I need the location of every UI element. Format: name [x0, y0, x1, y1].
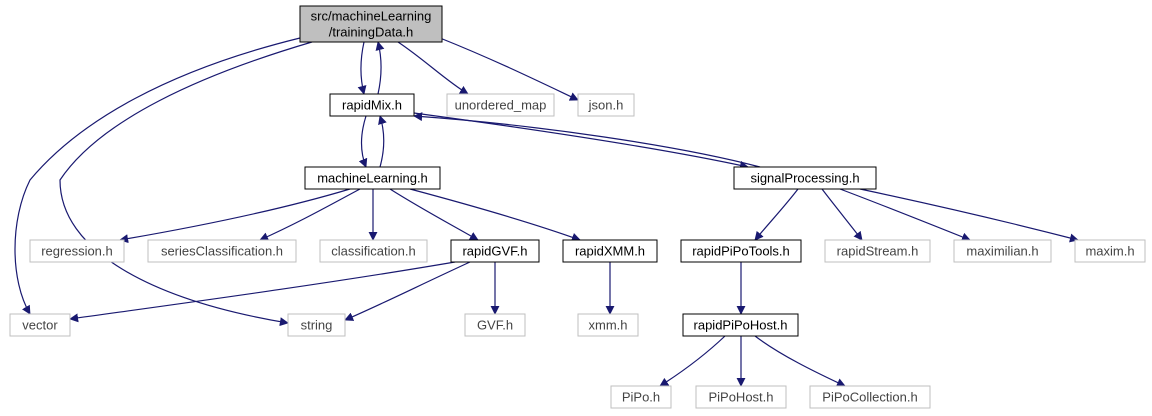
- node-label: json.h: [588, 98, 624, 113]
- edge-rapidMix-to-machineLearning: [358, 115, 368, 168]
- edge-root-to-unordered_map: [397, 41, 469, 95]
- node-maxim: maxim.h: [1074, 239, 1146, 263]
- node-label: PiPo.h: [622, 390, 660, 405]
- node-rapidStream: rapidStream.h: [824, 239, 931, 263]
- node-label: signalProcessing.h: [750, 171, 859, 186]
- edge-rapidGVF-to-string: [344, 261, 471, 321]
- node-box: [610, 385, 672, 409]
- node-json: json.h: [577, 93, 635, 117]
- node-maximilian: maximilian.h: [953, 239, 1052, 263]
- node-label: unordered_map: [455, 98, 547, 113]
- node-label: GVF.h: [477, 318, 513, 333]
- node-box: [9, 313, 71, 337]
- node-rapidMix[interactable]: rapidMix.h: [329, 93, 415, 117]
- node-xmm: xmm.h: [577, 313, 639, 337]
- node-box: [299, 5, 443, 43]
- node-PiPoHost: PiPoHost.h: [695, 385, 787, 409]
- node-box: [450, 239, 540, 263]
- edge-signalProcessing-to-rapidPiPoTools: [754, 188, 799, 241]
- node-box: [1074, 239, 1146, 263]
- node-root[interactable]: src/machineLearning/trainingData.h: [299, 5, 443, 43]
- node-vector: vector: [9, 313, 71, 337]
- node-label: string: [301, 318, 333, 333]
- node-classification: classification.h: [319, 239, 428, 263]
- edge-root-to-json: [439, 37, 579, 101]
- node-label: maximilian.h: [966, 244, 1038, 259]
- node-signalProcessing[interactable]: signalProcessing.h: [733, 166, 877, 190]
- node-label: maxim.h: [1085, 244, 1134, 259]
- edge-root-to-rapidMix: [357, 41, 367, 95]
- node-label: rapidPiPoTools.h: [692, 244, 790, 259]
- node-GVF: GVF.h: [464, 313, 526, 337]
- node-rapidPiPoTools[interactable]: rapidPiPoTools.h: [680, 239, 802, 263]
- node-box: [577, 313, 639, 337]
- node-label: vector: [22, 318, 58, 333]
- node-label: rapidXMM.h: [575, 244, 645, 259]
- edge-root-to-string: [59, 41, 313, 327]
- edge-machineLearning-to-regression: [119, 188, 351, 244]
- node-box: [329, 93, 415, 117]
- node-regression: regression.h: [29, 239, 125, 263]
- node-label: rapidStream.h: [837, 244, 919, 259]
- node-unordered_map: unordered_map: [446, 93, 555, 117]
- node-box: [682, 313, 799, 337]
- edge-machineLearning-to-rapidXMM: [409, 188, 581, 242]
- edge-signalProcessing-to-maxim: [859, 188, 1079, 243]
- edge-root-to-vector: [14, 37, 301, 315]
- node-box: [319, 239, 428, 263]
- node-box: [680, 239, 802, 263]
- node-label: /trainingData.h: [329, 25, 414, 40]
- node-label: seriesClassification.h: [161, 244, 283, 259]
- edge-rapidGVF-to-vector: [69, 261, 456, 323]
- edge-rapidMix-to-root: [375, 41, 385, 95]
- node-box: [304, 166, 441, 190]
- node-label: classification.h: [331, 244, 416, 259]
- edge-machineLearning-to-rapidMix: [378, 115, 387, 168]
- node-box: [147, 239, 297, 263]
- node-box: [953, 239, 1052, 263]
- nodes-layer: src/machineLearning/trainingData.h rapidM…: [9, 5, 1146, 409]
- node-PiPo: PiPo.h: [610, 385, 672, 409]
- edge-machineLearning-to-seriesClassification: [259, 188, 361, 241]
- edge-rapidPiPoHost-to-PiPo: [659, 335, 726, 387]
- edge-machineLearning-to-rapidGVF: [389, 188, 479, 241]
- node-label: rapidPiPoHost.h: [694, 318, 788, 333]
- node-box: [446, 93, 555, 117]
- node-seriesClassification: seriesClassification.h: [147, 239, 297, 263]
- node-box: [464, 313, 526, 337]
- node-box: [695, 385, 787, 409]
- edge-signalProcessing-to-rapidStream: [821, 188, 863, 241]
- node-box: [824, 239, 931, 263]
- edge-signalProcessing-to-rapidMix: [413, 112, 761, 168]
- node-box: [29, 239, 125, 263]
- node-box: [562, 239, 658, 263]
- node-rapidXMM[interactable]: rapidXMM.h: [562, 239, 658, 263]
- node-PiPoCollection: PiPoCollection.h: [809, 385, 931, 409]
- node-label: machineLearning.h: [317, 171, 428, 186]
- edge-signalProcessing-to-maximilian: [839, 188, 971, 242]
- node-string: string: [287, 313, 346, 337]
- node-box: [577, 93, 635, 117]
- edge-rapidPiPoHost-to-PiPoCollection: [754, 335, 846, 387]
- node-rapidGVF[interactable]: rapidGVF.h: [450, 239, 540, 263]
- node-rapidPiPoHost[interactable]: rapidPiPoHost.h: [682, 313, 799, 337]
- node-machineLearning[interactable]: machineLearning.h: [304, 166, 441, 190]
- node-label: PiPoCollection.h: [822, 390, 917, 405]
- node-label: rapidMix.h: [342, 98, 402, 113]
- edges-layer: [14, 37, 1079, 387]
- edge-rapidMix-to-signalProcessing: [413, 112, 749, 170]
- node-label: xmm.h: [589, 318, 628, 333]
- node-box: [733, 166, 877, 190]
- node-label: src/machineLearning: [311, 9, 432, 24]
- node-label: regression.h: [41, 244, 113, 259]
- node-label: rapidGVF.h: [462, 244, 527, 259]
- node-label: PiPoHost.h: [708, 390, 773, 405]
- node-box: [287, 313, 346, 337]
- node-box: [809, 385, 931, 409]
